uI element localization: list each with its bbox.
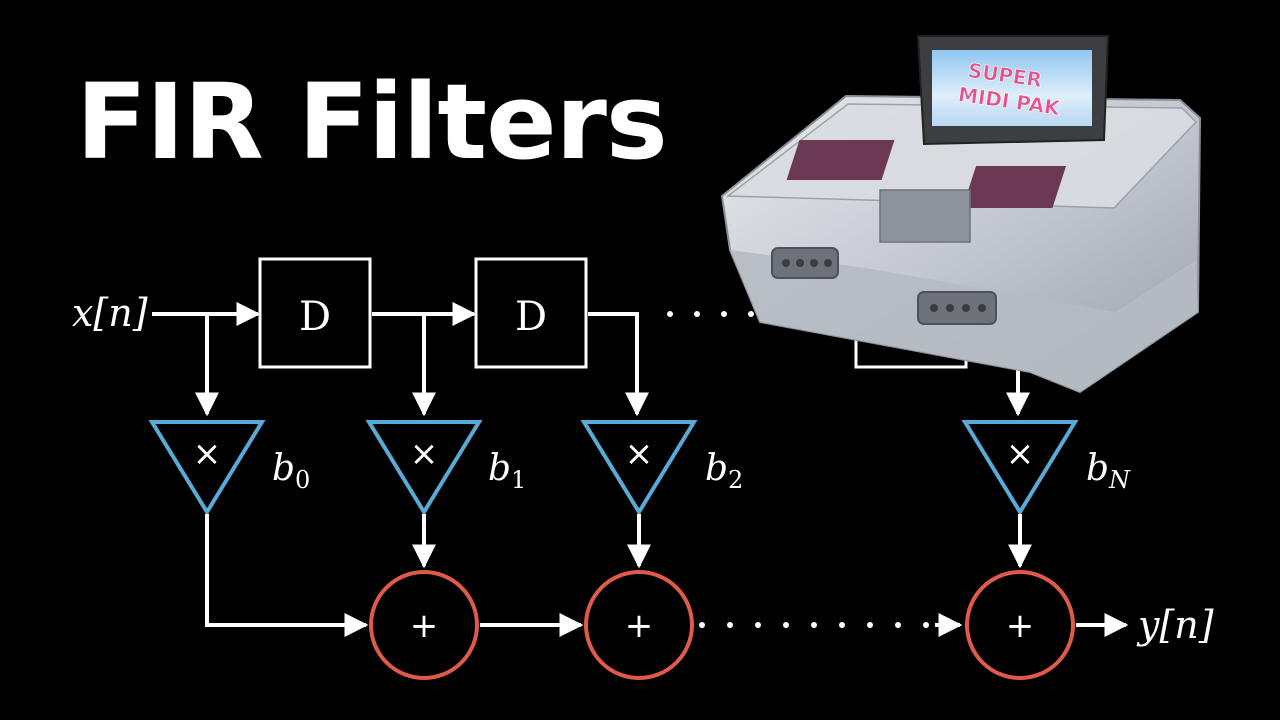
output-label: y[n] [1136,603,1214,647]
controller-port-1 [771,247,839,279]
coefficient-label-1: b1 [488,448,526,494]
delay-box-2: D [474,257,588,369]
delay-line [152,302,1030,417]
cartridge-label [932,50,1092,126]
coefficient-label-2: b2 [705,448,743,494]
multiply-symbol: × [193,434,222,474]
coefficient-label-n: bN [1086,448,1131,494]
coefficient-label-0: b0 [272,448,310,494]
adder-circle-1 [369,570,479,680]
input-label: x[n] [72,291,148,335]
page-title: FIR Filters [76,61,668,183]
delay-label: D [515,294,547,340]
delay-box-1: D [258,257,372,369]
controller-port-2 [917,291,997,325]
adder-circle-2 [584,570,694,680]
delay-label: D [299,294,331,340]
multiply-symbol: × [625,434,654,474]
console-photo: SUPER MIDI PAK [720,35,1202,394]
multiply-symbol: × [1006,434,1035,474]
multiply-symbol: × [410,434,439,474]
gain-triangle-n [961,420,1079,516]
adder-ellipsis [699,622,929,628]
gain-triangle-1 [365,420,483,516]
adder-circle-n [965,570,1075,680]
gain-triangle-2 [580,420,698,516]
add-symbol: + [625,606,654,646]
add-symbol: + [410,606,439,646]
add-symbol: + [1006,606,1035,646]
gain-triangle-0 [148,420,266,516]
